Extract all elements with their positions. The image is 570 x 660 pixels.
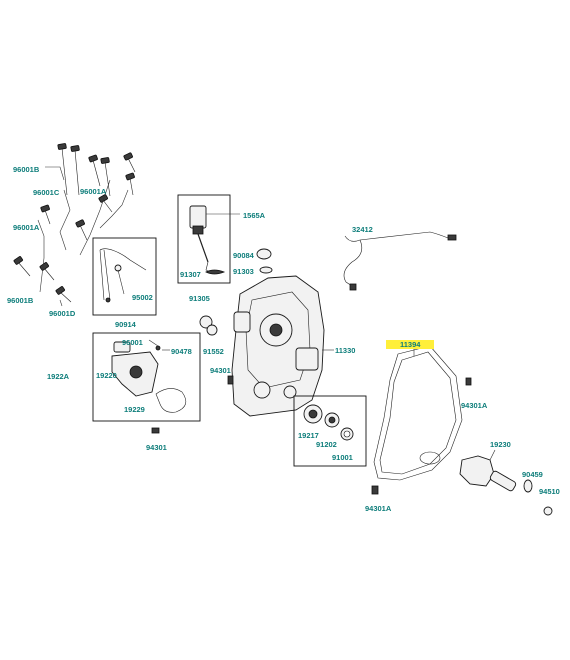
- cable-32412: [343, 231, 457, 291]
- label-94510: 94510: [539, 487, 560, 496]
- label-95002: 95002: [132, 293, 153, 302]
- box-19217: [293, 395, 367, 467]
- label-19230: 19230: [490, 440, 511, 449]
- label-91202: 91202: [316, 440, 337, 449]
- label-91305: 91305: [189, 294, 210, 303]
- label-96001B: 96001B: [13, 165, 40, 174]
- label-90914: 90914: [115, 320, 136, 329]
- label-19220: 19220: [96, 371, 117, 380]
- label-96001A-left: 96001A: [13, 223, 40, 232]
- label-19217: 19217: [298, 431, 319, 440]
- label-91001: 91001: [332, 453, 353, 462]
- label-96001A-top: 96001A: [80, 187, 107, 196]
- label-90084: 90084: [233, 251, 254, 260]
- label-91307: 91307: [180, 270, 201, 279]
- label-11330: 11330: [335, 346, 356, 355]
- label-94301A-right: 94301A: [461, 401, 488, 410]
- label-90478: 90478: [171, 347, 192, 356]
- label-96001: 96001: [122, 338, 143, 347]
- label-94301-bottom: 94301: [146, 443, 167, 452]
- label-91552: 91552: [203, 347, 224, 356]
- impeller-19230: [371, 377, 553, 516]
- label-19229: 19229: [124, 405, 145, 414]
- label-1565A: 1565A: [243, 211, 266, 220]
- label-90459: 90459: [522, 470, 543, 479]
- label-96001D: 96001D: [49, 309, 76, 318]
- crankcase-cover-11330: [199, 275, 334, 417]
- label-91303: 91303: [233, 267, 254, 276]
- gasket-11394: [373, 345, 463, 481]
- label-1922A: 1922A: [47, 372, 70, 381]
- box-1565A: [177, 194, 273, 284]
- label-96001C: 96001C: [33, 188, 60, 197]
- box-1922A: [92, 332, 201, 434]
- label-96001B-bottom: 96001B: [7, 296, 34, 305]
- bolt-group: [13, 143, 136, 307]
- label-94301A-bottom: 94301A: [365, 504, 392, 513]
- label-11394: 11394: [386, 340, 435, 349]
- label-94301-right: 94301: [210, 366, 231, 375]
- box-90914: [92, 237, 157, 316]
- label-32412: 32412: [352, 225, 373, 234]
